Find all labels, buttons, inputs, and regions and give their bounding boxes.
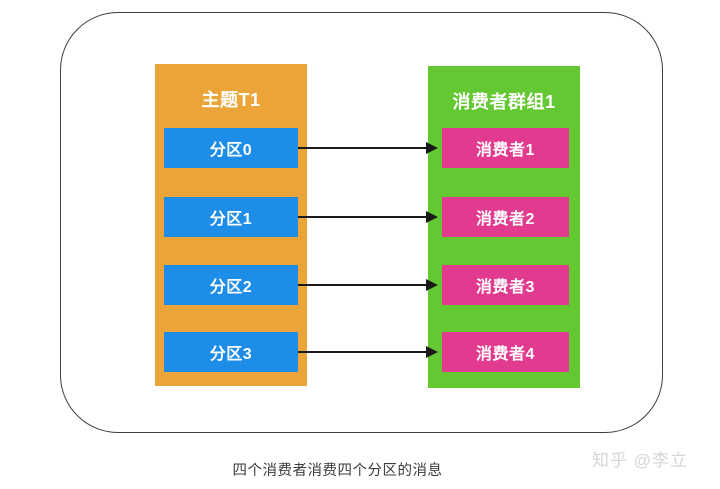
topic-title: 主题T1 [201,90,261,110]
consumer-group-title: 消费者群组1 [452,92,556,112]
partition-0-node: 分区0 [164,128,298,168]
arrow-partition2-to-consumer3 [298,279,438,291]
partition-1-node: 分区1 [164,197,298,237]
partition-3-node: 分区3 [164,332,298,372]
consumer-1-node: 消费者1 [442,128,569,168]
consumer-4-node: 消费者4 [442,332,569,372]
consumer-2-node: 消费者2 [442,197,569,237]
arrow-partition3-to-consumer4 [298,346,438,358]
diagram-caption: 四个消费者消费四个分区的消息 [232,463,443,479]
arrow-partition1-to-consumer2 [298,211,438,223]
partition-2-node: 分区2 [164,265,298,305]
arrow-partition0-to-consumer1 [298,142,438,154]
consumer-3-node: 消费者3 [442,265,569,305]
diagram-rounded-frame [60,12,663,433]
zhihu-watermark: 知乎 @李立 [592,451,688,470]
